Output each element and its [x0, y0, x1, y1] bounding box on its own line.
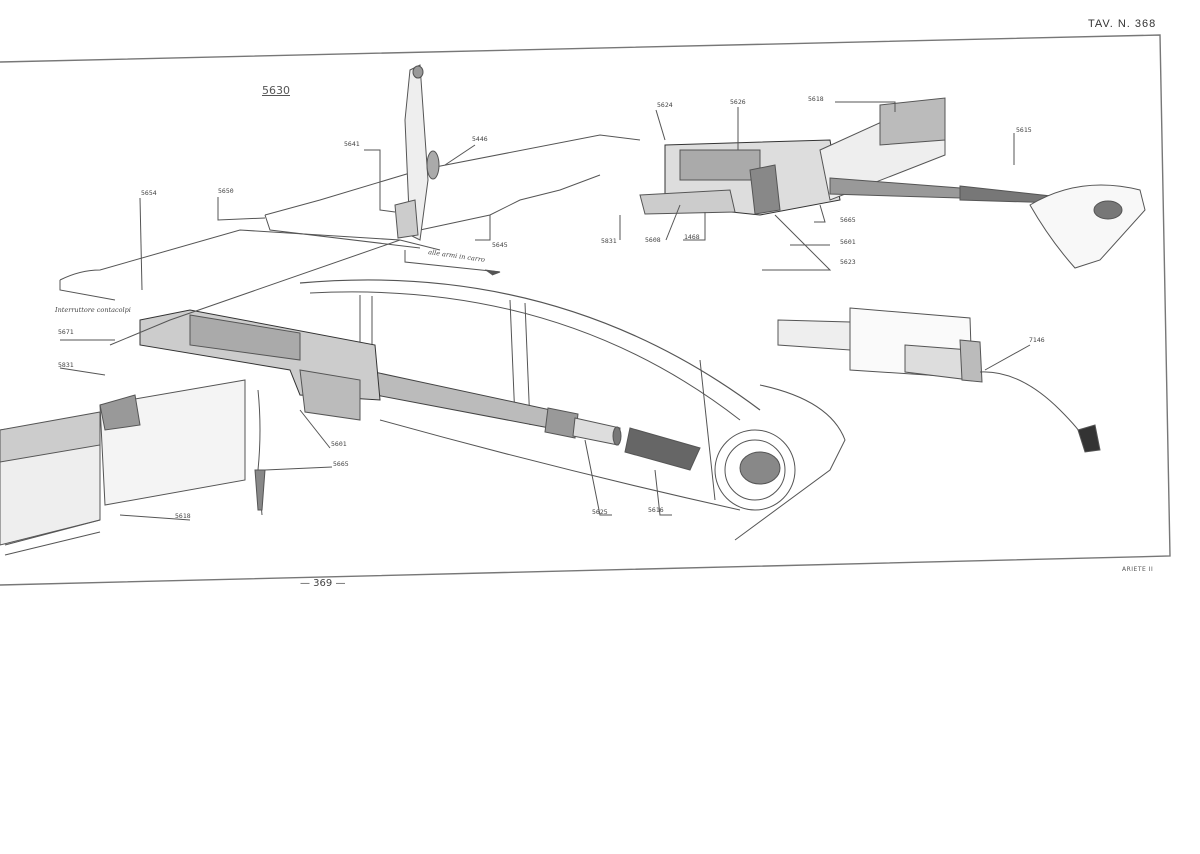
callout-5654: 5654: [141, 189, 157, 197]
plate-title: TAV. N. 368: [1088, 18, 1157, 30]
callout-5608: 5608: [645, 236, 661, 244]
assembly-number: 5630: [262, 84, 290, 97]
callout-7146: 7146: [1029, 336, 1045, 344]
callout-1468: 1468: [684, 233, 700, 241]
callout-5601-upper: 5601: [840, 238, 856, 246]
callout-5665-lower: 5665: [333, 460, 349, 468]
callout-5618-upper: 5618: [808, 95, 824, 103]
callout-5615: 5615: [1016, 126, 1032, 134]
callout-5831-lower: 5831: [58, 361, 74, 369]
page-number: — 369 —: [300, 578, 346, 589]
callout-5618-lower: 5618: [175, 512, 191, 520]
callout-5671: 5671: [58, 328, 74, 336]
callout-5650: 5650: [218, 187, 234, 195]
callout-5624: 5624: [657, 101, 673, 109]
callout-5616: 5616: [648, 506, 664, 514]
vehicle-name: ARIETE II: [1122, 566, 1154, 573]
callout-5831-upper: 5831: [601, 237, 617, 245]
callout-5446: 5446: [472, 135, 488, 143]
callout-5645: 5645: [492, 241, 508, 249]
callout-5665-upper: 5665: [840, 216, 856, 224]
callout-5625: 5625: [592, 508, 608, 516]
callout-5623: 5623: [840, 258, 856, 266]
callout-5601-lower: 5601: [331, 440, 347, 448]
callout-5626: 5626: [730, 98, 746, 106]
callout-5641: 5641: [344, 140, 360, 148]
note-interruttore: Interruttore contacolpi: [55, 306, 131, 314]
